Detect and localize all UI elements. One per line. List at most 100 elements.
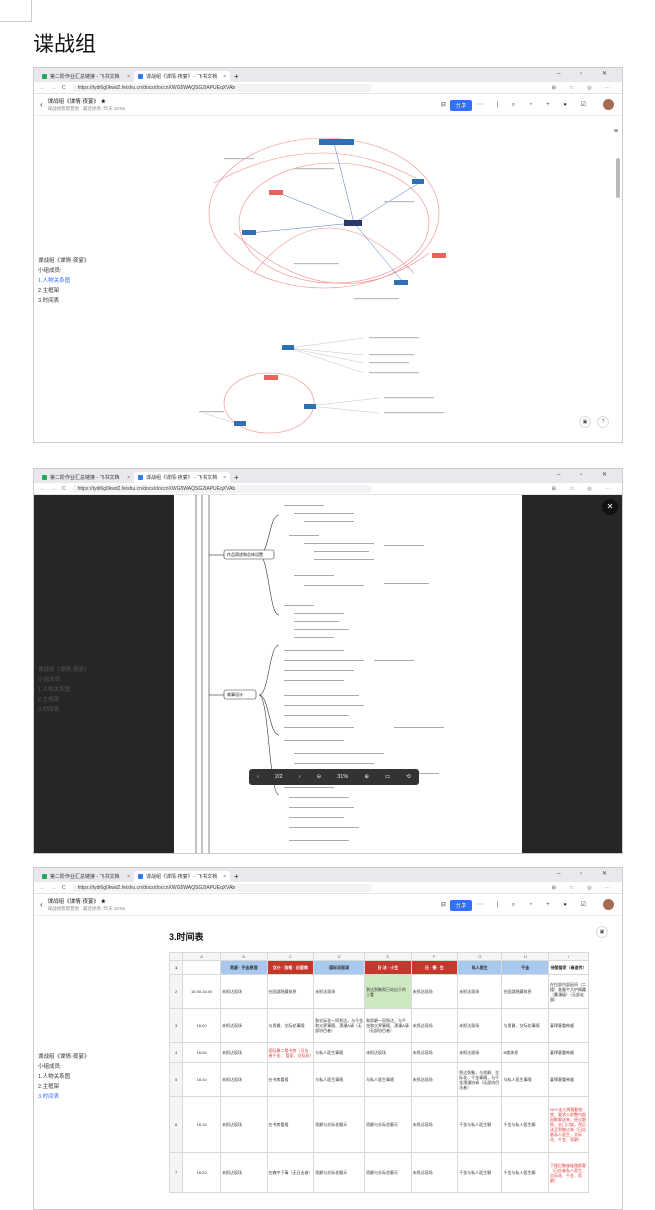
rotate-icon[interactable]: ⟲ (406, 774, 411, 780)
feishu-doc-icon (42, 475, 47, 480)
close-tab-icon[interactable]: × (223, 474, 226, 481)
folder-name[interactable]: 谍战组帮帮营地 (47, 906, 80, 911)
outline-title[interactable]: 谍战组《谍情·夜宴》 (38, 1054, 90, 1060)
outline-panel: 谍战组《谍情·夜宴》 小组成员: 1.人物关系图 2.主框架 3.时间表 (38, 256, 89, 306)
browser-tab[interactable]: 第二阶作业汇总链接 - 飞书文档× (38, 472, 134, 483)
table-row: 6 16:15 未抓达现场 在书房看报 男爵与交际花聊天 男爵与交际花聊天 未抓… (168, 1096, 589, 1153)
reload-icon[interactable]: C (62, 485, 66, 492)
browser-tab-bar: 第二阶作业汇总链接 - 飞书文档× 谍战组《谍情·夜宴》 - 飞书文档× + –… (34, 868, 622, 882)
close-viewer-button[interactable]: ✕ (602, 499, 618, 515)
screenshot-main-framework: 第二阶作业汇总链接 - 飞书文档× 谍战组《谍情·夜宴》 - 飞书文档× + –… (33, 468, 623, 854)
doc-tree-icon[interactable]: ≡ (613, 128, 618, 135)
reload-icon[interactable]: C (62, 884, 66, 891)
diagram-node (319, 139, 354, 145)
zoom-level: 31% (337, 774, 349, 780)
close-tab-icon[interactable]: × (127, 73, 130, 80)
nav-forward-icon[interactable]: → (51, 84, 56, 91)
outline-item-2[interactable]: 2.主框架 (38, 288, 60, 294)
browser-tab-active[interactable]: 谍战组《谍情·夜宴》 - 飞书文档× (134, 871, 230, 882)
nav-back-icon[interactable]: ← (40, 84, 45, 91)
new-tab-button[interactable]: + (234, 872, 239, 881)
address-bar: ← → C https://tydi6g0kwd2.feishu.cn/docs/d… (34, 82, 622, 94)
doc-title: 谍战组《谍情·夜宴》 (47, 899, 100, 905)
last-modified: 最近修改: 昨天 19:56 (82, 906, 125, 911)
nav-back-icon[interactable]: ← (40, 485, 45, 492)
browser-tab-active[interactable]: 谍战组《谍情·夜宴》 - 飞书文档× (134, 472, 230, 483)
next-page-icon[interactable]: › (298, 774, 301, 780)
zoom-out-icon[interactable]: ⊖ (316, 774, 322, 780)
outline-item-2: 2.主框架 (38, 697, 60, 703)
back-chevron-icon[interactable]: ‹ (40, 900, 43, 909)
browser-tab-active[interactable]: 谍战组《谍情·夜宴》 - 飞书文档× (134, 71, 230, 82)
back-chevron-icon[interactable]: ‹ (40, 100, 43, 109)
outline-item-1[interactable]: 1.人物关系图 (38, 278, 71, 284)
close-tab-icon[interactable]: × (127, 873, 130, 880)
fit-screen-icon[interactable]: ▭ (384, 774, 391, 780)
doc-header: ‹ 谍战组《谍情·夜宴》 ★ 谍战组帮帮营地 最近修改: 昨天 19:56 分享… (34, 94, 622, 116)
outline-item-3[interactable]: 3.时间表 (38, 298, 60, 304)
outline-members: 小组成员: (38, 1064, 62, 1070)
avatar[interactable] (603, 899, 614, 910)
url-field[interactable]: https://tydi6g0kwd2.feishu.cn/docs/doccn… (71, 83, 372, 92)
share-button[interactable]: 分享 (449, 900, 472, 911)
window-controls[interactable]: – ▫ ✕ (557, 472, 616, 478)
outline-item-1[interactable]: 1.人物关系图 (38, 1074, 71, 1080)
star-icon[interactable]: ★ (100, 99, 107, 105)
feishu-doc-icon (138, 475, 143, 480)
outline-item-2[interactable]: 2.主框架 (38, 1084, 60, 1090)
mindmap-node (223, 689, 257, 700)
reload-icon[interactable]: C (62, 84, 66, 91)
prev-page-icon[interactable]: ‹ (257, 774, 259, 780)
header-icons[interactable]: ⊟ ⅄ ⋯ | ⌕ ◔ + ● ☑ (440, 102, 592, 108)
outline-item-3[interactable]: 3.时间表 (38, 1094, 60, 1100)
browser-toolbar-icons[interactable]: ⊞ ☆ ◎ ⋯ (551, 485, 616, 492)
doc-header: ‹ 谍战组《谍情·夜宴》 ★ 谍战组帮帮营地 最近修改: 昨天 19:56 分享… (34, 894, 622, 916)
url-field[interactable]: https://tydi6g0kwd2.feishu.cn/docs/doccn… (71, 484, 372, 493)
star-icon[interactable]: ★ (100, 899, 107, 905)
diagram-node (282, 345, 294, 350)
folder-name[interactable]: 谍战组帮帮营地 (47, 106, 80, 111)
mindmap-node-label: 故事设计 (227, 691, 243, 697)
table-row: 2 15:30-16:00 未抓达现场 在园部隐藏休息 未抓达现场 到达到聚帮已… (168, 974, 589, 1009)
feishu-doc-icon (138, 874, 143, 879)
new-tab-button[interactable]: + (234, 72, 239, 81)
nav-forward-icon[interactable]: → (51, 485, 56, 492)
comment-icon[interactable]: ▣ (596, 926, 608, 938)
nav-forward-icon[interactable]: → (51, 884, 56, 891)
nav-back-icon[interactable]: ← (40, 884, 45, 891)
outline-title: 谍战组《谍情·夜宴》 (38, 667, 90, 673)
diagram-node (304, 404, 316, 409)
browser-toolbar-icons[interactable]: ⊞ ☆ ◎ ⋯ (551, 84, 616, 91)
close-tab-icon[interactable]: × (223, 73, 226, 80)
window-controls[interactable]: – ▫ ✕ (557, 71, 616, 77)
url-field[interactable]: https://tydi6g0kwd2.feishu.cn/docs/doccn… (71, 883, 372, 892)
diagram-node (269, 190, 283, 195)
feishu-doc-icon (42, 874, 47, 879)
image-viewer: 作品简述和总体设置 故事设计 (174, 495, 522, 853)
close-tab-icon[interactable]: × (223, 873, 226, 880)
outline-title[interactable]: 谍战组《谍情·夜宴》 (38, 258, 90, 264)
avatar[interactable] (603, 99, 614, 110)
outline-members: 小组成员: (38, 268, 62, 274)
address-bar: ← → C https://tydi6g0kwd2.feishu.cn/docs/d… (34, 882, 622, 894)
feishu-doc-icon (42, 74, 47, 79)
close-tab-icon[interactable]: × (127, 474, 130, 481)
window-controls[interactable]: – ▫ ✕ (557, 871, 616, 877)
scrollbar[interactable] (616, 158, 620, 198)
new-tab-button[interactable]: + (234, 473, 239, 482)
browser-toolbar-icons[interactable]: ⊞ ☆ ◎ ⋯ (551, 884, 616, 891)
diagram-node (394, 280, 408, 285)
header-row: 1 男爵 · 手金原理 女仆 · 洛格 · 出版商 国际双面谍 日·法 · 小生… (168, 960, 589, 975)
browser-tab[interactable]: 第二阶作业汇总链接 - 飞书文档× (38, 71, 134, 82)
share-button[interactable]: 分享 (449, 100, 472, 111)
table-row: 5 16:10 未抓达现场 在书房看报 与私人医生事随 与私人医生事随 未抓达现… (168, 1062, 589, 1097)
header-icons[interactable]: ⊟ ⅄ ⋯ | ⌕ ◔ + ● ☑ (440, 902, 592, 908)
address-bar: ← → C https://tydi6g0kwd2.feishu.cn/docs/d… (34, 483, 622, 495)
zoom-in-icon[interactable]: ⊕ (364, 774, 369, 780)
relationship-diagram (199, 137, 446, 434)
comment-icon[interactable]: ▣ (579, 416, 591, 428)
help-icon[interactable]: ? (597, 416, 609, 428)
browser-tab[interactable]: 第二阶作业汇总链接 - 飞书文档× (38, 871, 134, 882)
